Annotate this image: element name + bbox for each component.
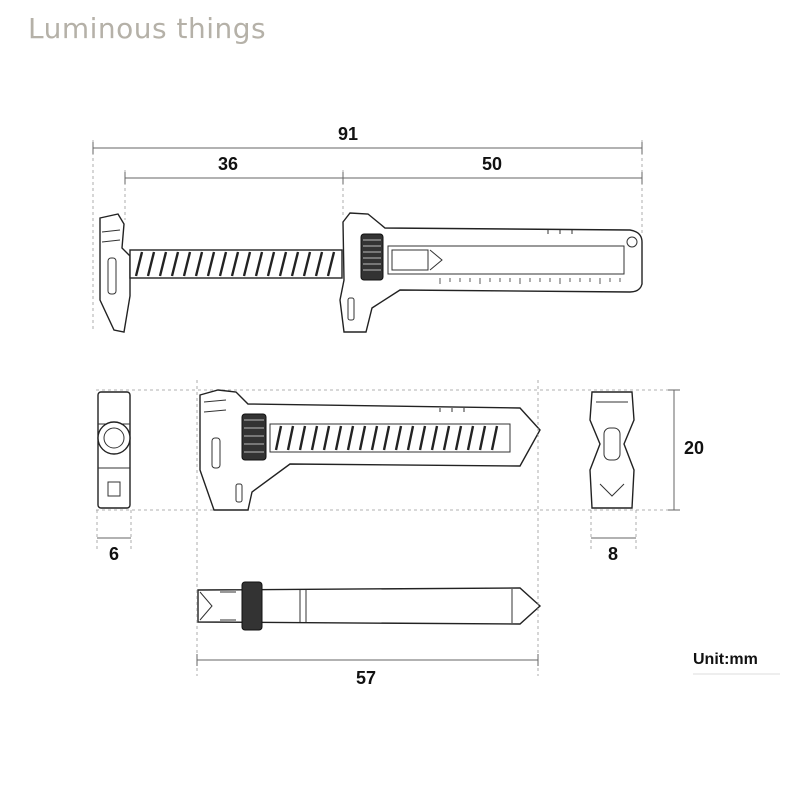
dim-label-screw: 36 [218, 154, 238, 174]
wrench-left-end-view [97, 391, 131, 509]
watermark: Luminous things [28, 12, 267, 45]
dim-right-width: 8 [590, 510, 637, 564]
dim-handle-length: 57 [196, 380, 539, 688]
dim-label-handle: 57 [356, 668, 376, 688]
dim-body-length: 50 [343, 154, 643, 184]
dim-label-height: 20 [684, 438, 704, 458]
dim-total-length: 91 [92, 124, 643, 330]
dim-label-left-width: 6 [109, 544, 119, 564]
wrench-closed-view [199, 389, 541, 511]
dim-label-right-width: 8 [608, 544, 618, 564]
screw-thread [134, 251, 336, 277]
wrench-open-view [99, 212, 643, 333]
dim-left-width: 6 [96, 510, 132, 564]
dim-screw-length: 36 [124, 154, 344, 220]
wrench-side-view [197, 581, 542, 631]
dim-height: 20 [668, 389, 704, 511]
closed-screw-thread [274, 425, 499, 451]
dim-label-total: 91 [338, 124, 358, 144]
unit-label: Unit:mm [693, 651, 758, 668]
height-extension-lines [96, 389, 680, 511]
wrench-right-end-view [589, 391, 635, 509]
knurl-lines [363, 239, 381, 271]
ruler-scale [439, 278, 621, 284]
unit-label-group: Unit:mm [693, 651, 780, 675]
dim-label-body: 50 [482, 154, 502, 174]
